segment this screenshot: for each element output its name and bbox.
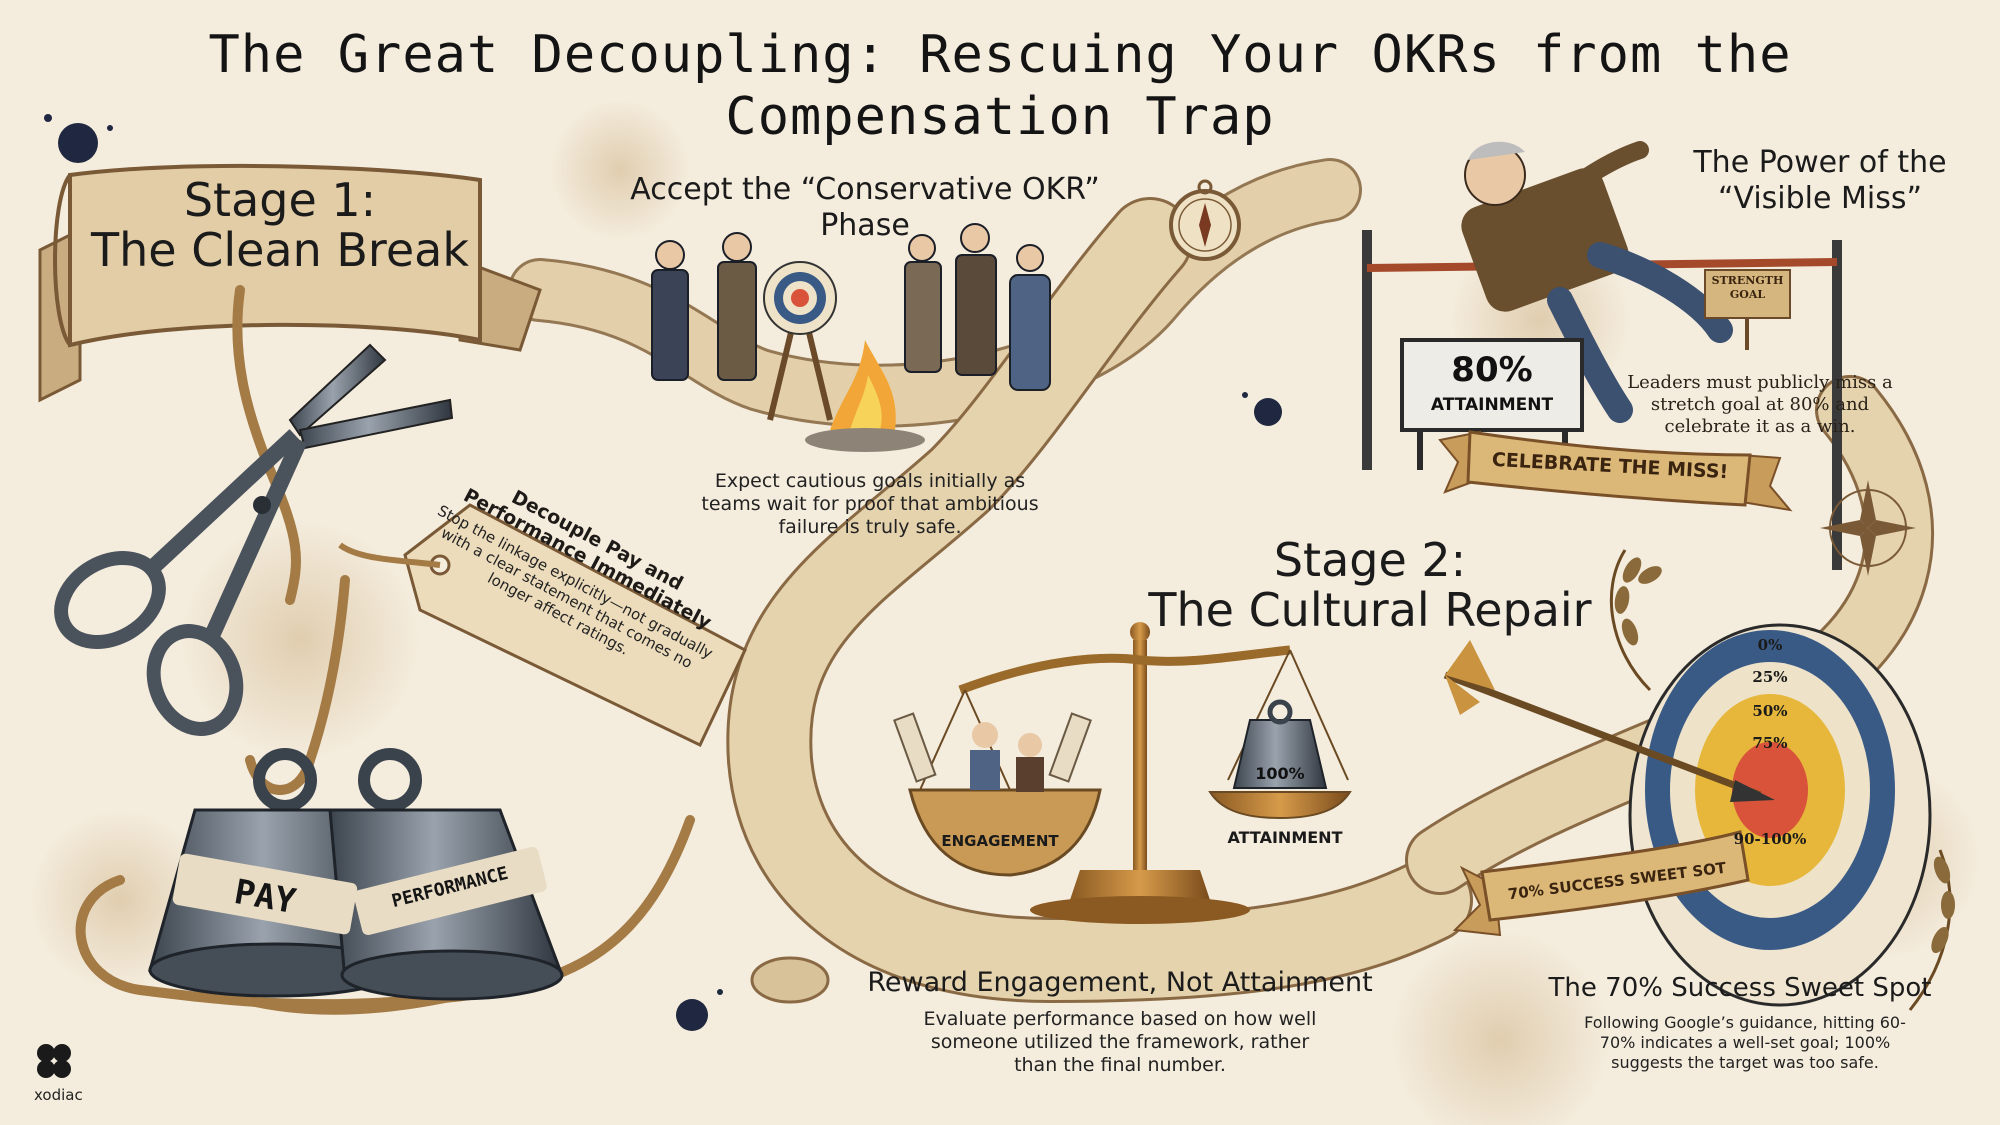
laurel-icon (1609, 549, 1955, 1011)
celebrate-banner (1438, 430, 1793, 512)
target-ring-90-100: 90-100% (1733, 830, 1807, 848)
balance-scale-illustration (893, 622, 1352, 924)
sweet-spot-desc-line3: suggests the target was too safe. (1611, 1053, 1879, 1072)
page-title-line1: The Great Decoupling: Rescuing Your OKRs… (208, 25, 1792, 85)
high-jump-illustration (1362, 141, 1842, 570)
stage2-title: The Cultural Repair (1148, 583, 1592, 637)
attainment-sign-label: ATTAINMENT (1430, 395, 1554, 415)
compass-icon (1169, 179, 1241, 261)
conservative-desc-line1: Expect cautious goals initially as (714, 470, 1026, 492)
attainment-sign (1400, 338, 1584, 470)
scissors-icon (54, 343, 454, 736)
stage1-banner (38, 163, 542, 403)
stage1-heading: Stage 1: The Clean Break (90, 175, 470, 275)
logo-text: xodiac (34, 1086, 83, 1104)
target-ring-50: 50% (1752, 702, 1788, 720)
conservative-okr-desc: Expect cautious goals initially as teams… (690, 470, 1050, 539)
conservative-desc-line3: failure is truly safe. (778, 516, 962, 538)
visible-miss-title: The Power of the “Visible Miss” (1660, 145, 1980, 217)
reward-desc-line2: someone utilized the framework, rather (930, 1031, 1310, 1053)
stage2-label: Stage 2: (1273, 533, 1467, 587)
conservative-title-line1: Accept the “Conservative OKR” (630, 172, 1100, 207)
sweet-spot-desc: Following Google’s guidance, hitting 60-… (1560, 1013, 1930, 1073)
sweet-spot-desc-line2: 70% indicates a well-set goal; 100% (1599, 1033, 1891, 1052)
target-ring-75: 75% (1752, 734, 1788, 752)
reward-desc-line3: than the final number. (1014, 1054, 1226, 1076)
page-title: The Great Decoupling: Rescuing Your OKRs… (0, 24, 2000, 148)
goal-sign-line1: STRENGTH (1711, 274, 1784, 287)
visible-miss-title-line2: “Visible Miss” (1717, 181, 1923, 216)
stage1-title: The Clean Break (91, 223, 469, 277)
scale-attainment-label: ATTAINMENT (1227, 828, 1343, 847)
page-title-line2: Compensation Trap (725, 87, 1275, 147)
attainment-sign-value: 80% (1451, 350, 1533, 390)
compass-rose-icon (1820, 480, 1916, 576)
target-ring-0: 0% (1757, 636, 1783, 654)
visible-miss-desc-line3: celebrate it as a win. (1664, 416, 1856, 437)
visible-miss-desc-line1: Leaders must publicly miss a (1627, 372, 1893, 393)
conservative-title-line2: Phase (820, 208, 910, 243)
target-ring-25: 25% (1752, 668, 1788, 686)
reward-desc-line1: Evaluate performance based on how well (923, 1008, 1317, 1030)
team-people-illustration (651, 223, 1051, 452)
stretch-goal-sign: STRENGTH GOAL (1705, 274, 1790, 302)
stage2-heading: Stage 2: The Cultural Repair (1140, 535, 1600, 635)
reward-desc: Evaluate performance based on how well s… (880, 1008, 1360, 1077)
scale-weight-value: 100% (1255, 764, 1305, 783)
arrow-icon (1443, 640, 1775, 802)
conservative-desc-line2: teams wait for proof that ambitious (701, 493, 1039, 515)
goal-sign-line2: GOAL (1729, 288, 1766, 301)
logo-icon (37, 1044, 71, 1078)
visible-miss-desc-line2: stretch goal at 80% and (1650, 394, 1870, 415)
ink-splatters (44, 114, 1282, 1031)
conservative-okr-title: Accept the “Conservative OKR” Phase (600, 172, 1130, 244)
reward-title: Reward Engagement, Not Attainment (867, 967, 1373, 998)
sweet-spot-desc-line1: Following Google’s guidance, hitting 60- (1584, 1013, 1906, 1032)
sweet-spot-banner (1452, 830, 1750, 937)
scale-engagement-label: ENGAGEMENT (941, 832, 1059, 850)
visible-miss-desc: Leaders must publicly miss a stretch goa… (1620, 372, 1900, 438)
sweet-spot-title: The 70% Success Sweet Spot (1548, 973, 1932, 1003)
weights (148, 748, 564, 1001)
stage1-label: Stage 1: (183, 173, 377, 227)
visible-miss-title-line1: The Power of the (1693, 145, 1947, 180)
decouple-tag-shape (338, 503, 747, 748)
